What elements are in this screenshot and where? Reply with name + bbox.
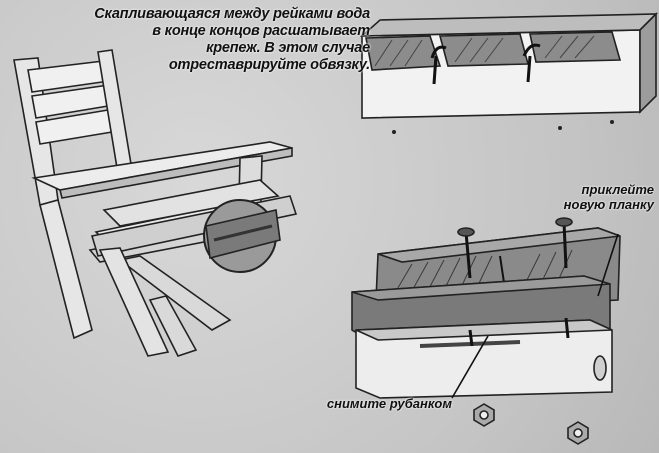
loose-fastener-detail (359, 12, 658, 134)
caption-line: в конце концов расшатывает (152, 23, 370, 39)
caption-text: Скапливающаяся между рейками вода в конц… (70, 6, 370, 74)
new-plank-assembly (351, 217, 621, 445)
plane-off-label: снимите рубанком (292, 396, 452, 411)
label-line: снимите рубанком (326, 396, 452, 411)
caption-line: Скапливающаяся между рейками вода (94, 6, 370, 22)
label-line: приклейте (581, 182, 654, 197)
glue-new-plank-label: приклейте новую планку (528, 182, 654, 212)
caption-line: отреставрируйте обвязку. (168, 57, 370, 73)
caption-line: крепеж. В этом случае (206, 40, 370, 56)
label-line: новую планку (563, 197, 654, 212)
garden-chair-drawing (13, 49, 298, 357)
